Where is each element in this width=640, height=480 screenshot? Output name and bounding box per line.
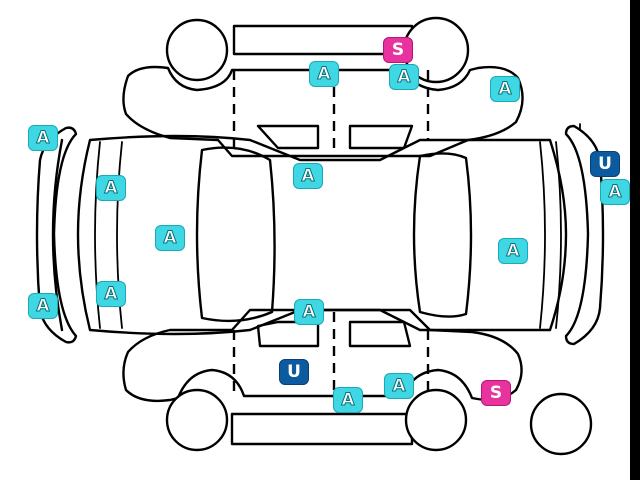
car-top-view	[35, 123, 605, 346]
damage-badge-a: A	[155, 225, 185, 251]
damage-badge-a: A	[498, 238, 528, 264]
damage-badge-a: A	[293, 163, 323, 189]
damage-badge-a: A	[333, 387, 363, 413]
wheel-rear-bottom	[404, 388, 468, 452]
damage-badge-u: U	[279, 359, 309, 385]
damage-badge-a: A	[309, 61, 339, 87]
damage-badge-a: A	[96, 281, 126, 307]
wheel-front-bottom	[165, 388, 229, 452]
edge-bar	[630, 0, 640, 480]
damage-badge-a: A	[294, 299, 324, 325]
damage-badge-a: A	[28, 293, 58, 319]
car-side-view-bottom	[122, 308, 593, 456]
damage-badge-a: A	[490, 76, 520, 102]
damage-badge-a: A	[384, 373, 414, 399]
damage-badge-s: S	[481, 380, 511, 406]
damage-badge-a: A	[96, 175, 126, 201]
damage-badge-a: A	[28, 125, 58, 151]
damage-badge-s: S	[383, 37, 413, 63]
damage-badge-a: A	[389, 64, 419, 90]
damage-badge-u: U	[590, 151, 620, 177]
spare-wheel	[529, 392, 593, 456]
car-side-view-top	[122, 16, 524, 158]
wheel-front-top	[165, 18, 229, 82]
damage-badge-a: A	[600, 179, 630, 205]
